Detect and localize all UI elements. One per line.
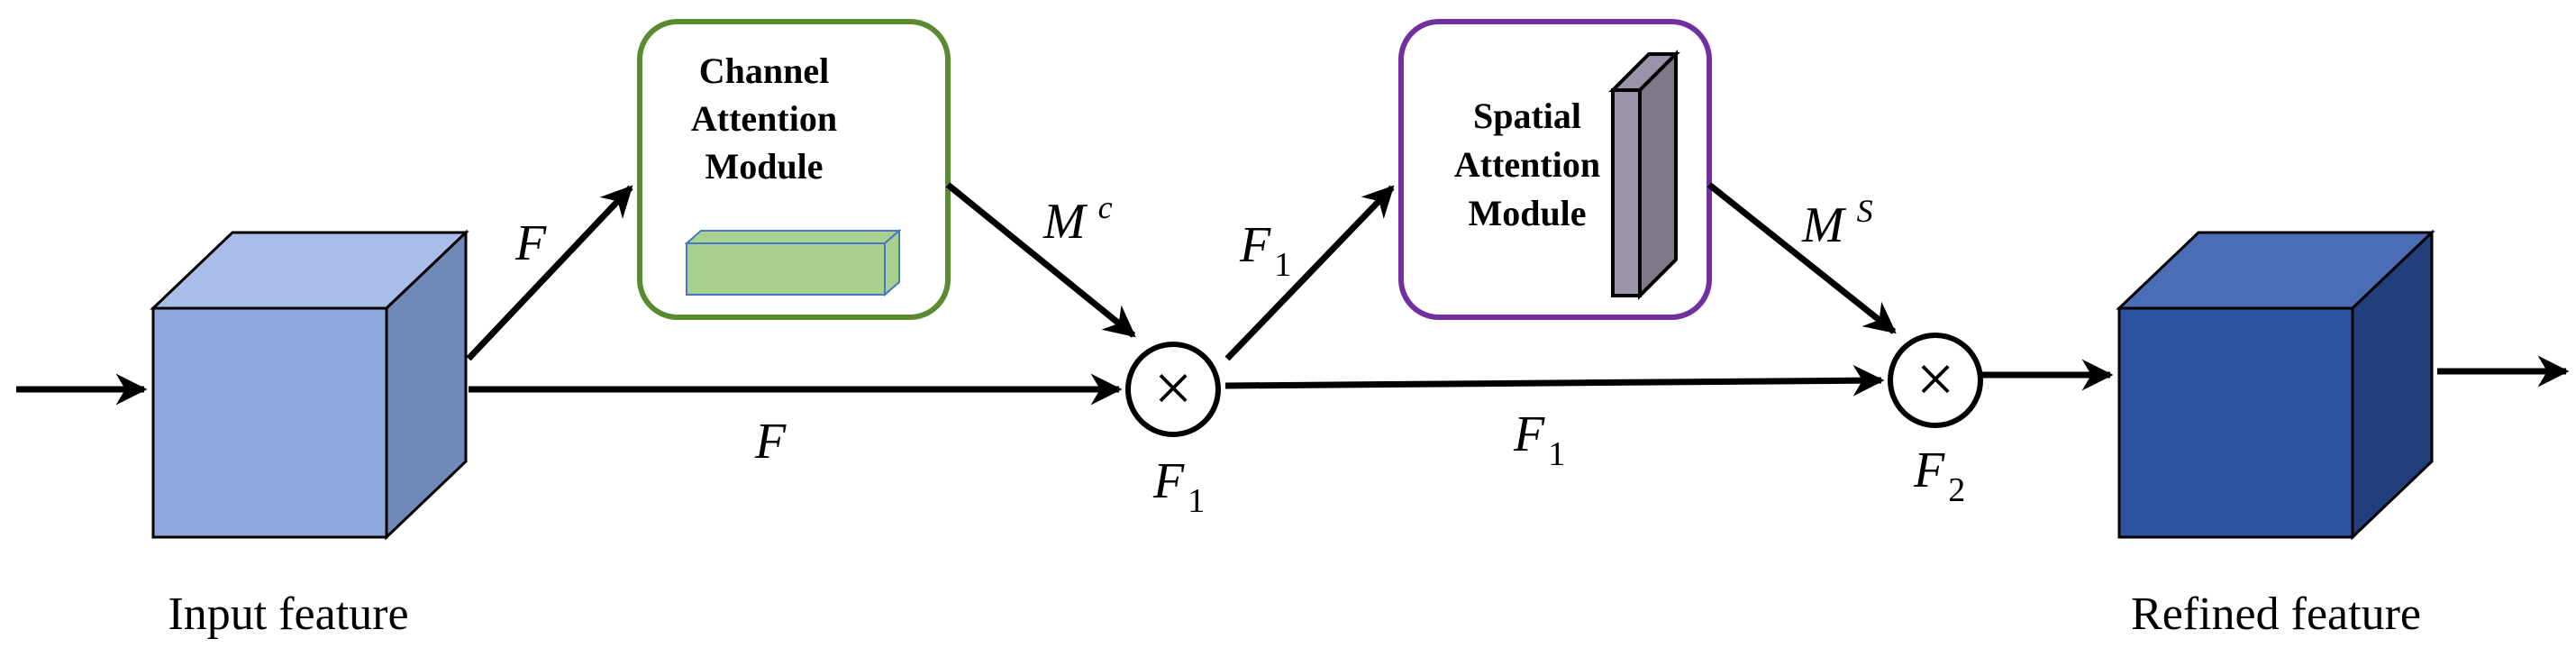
input-cube-front	[151, 306, 388, 539]
input-feature-cube	[150, 229, 469, 541]
spatial-attention-module: Spatial Attention Module	[1398, 19, 1712, 320]
arrow-F1-direct	[1224, 364, 1885, 397]
multiply-node-1: ×	[1125, 342, 1221, 437]
multiply-symbol-2: ×	[1916, 342, 1955, 417]
multiply-node-2: ×	[1888, 333, 1983, 428]
arrow-Ms	[1707, 182, 1897, 334]
channel-module-label-line3: Module	[705, 146, 823, 187]
F-upper-label: F	[514, 215, 547, 271]
channel-module-label-line2: Attention	[691, 98, 837, 139]
input-feature-label: Input feature	[168, 589, 408, 640]
refined-feature-label: Refined feature	[2131, 589, 2421, 640]
channel-attention-module: Channel Attention Module	[637, 19, 951, 320]
channel-module-label-line1: Channel	[699, 50, 830, 91]
refined-feature-cube	[2116, 229, 2435, 541]
channel-attention-bar	[684, 228, 902, 297]
spatial-module-label-line1: Spatial	[1473, 96, 1581, 136]
spatial-module-label-line2: Attention	[1454, 144, 1600, 185]
arrow-to-spatial-module	[1224, 185, 1395, 361]
arrow-Mc	[945, 182, 1136, 338]
refined-cube-front	[2117, 306, 2354, 539]
spatial-module-label-line3: Module	[1468, 193, 1586, 233]
spatial-attention-bar	[1608, 50, 1680, 300]
F-lower-label: F	[754, 414, 787, 470]
multiply-symbol-1: ×	[1154, 351, 1193, 426]
arrow-to-channel-module	[466, 185, 633, 361]
